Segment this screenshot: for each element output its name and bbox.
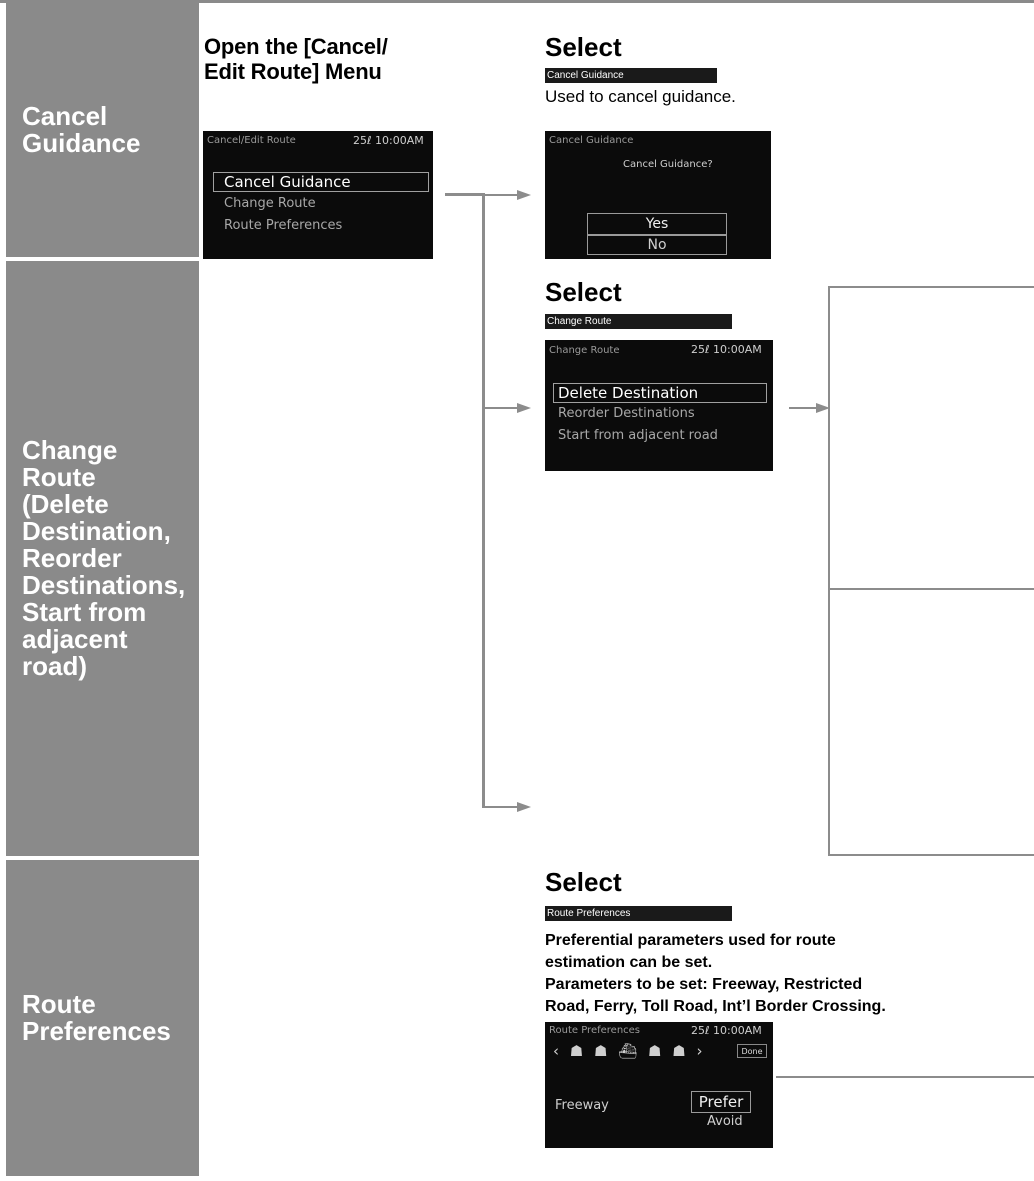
screen-title: Change Route (549, 345, 620, 356)
route-preferences-screen: Route Preferences 25ℓ 10:00AM ‹ ☗ ☗ ⛴ ☗ … (545, 1022, 773, 1148)
change-step-heading: Select (545, 277, 622, 307)
change-route-chip: Change Route (545, 314, 732, 329)
tab-title-line: Preferences (22, 1016, 171, 1046)
menu-item-cancel-guidance[interactable]: Cancel Guidance (213, 172, 429, 192)
tab-title-line: (Delete (22, 489, 109, 519)
tab-title-line: Destination, (22, 516, 171, 546)
open-menu-heading-line: Edit Route] Menu (204, 59, 382, 84)
done-button[interactable]: Done (737, 1044, 767, 1058)
tab-title-line: Destinations, (22, 570, 186, 600)
section-tab-change-route: Change Route (Delete Destination, Reorde… (6, 261, 199, 856)
cancel-edit-route-screen: Cancel/Edit Route 25ℓ 10:00AM Cancel Gui… (203, 131, 433, 259)
arrow-to-change (517, 403, 531, 413)
connector-prefs-to-box (776, 1076, 1034, 1078)
menu-item-change-route[interactable]: Change Route (224, 196, 316, 211)
connector-from-menu (445, 193, 485, 196)
tab-title-line: Change (22, 435, 118, 465)
connector-to-prefs (482, 806, 520, 808)
top-rule (0, 0, 1034, 3)
arrow-to-cancel (517, 190, 531, 200)
prefs-description-line: Preferential parameters used for route (545, 932, 836, 949)
route-preferences-chip: Route Preferences (545, 906, 732, 921)
prefs-description-line: Road, Ferry, Toll Road, Int’l Border Cro… (545, 998, 886, 1015)
menu-item-reorder-destinations[interactable]: Reorder Destinations (558, 406, 695, 421)
tab-title-line: Guidance (22, 128, 141, 158)
tab-title-line: road) (22, 651, 87, 681)
screen-clock: 25ℓ 10:00AM (353, 134, 424, 147)
prefs-description-line: Parameters to be set: Freeway, Restricte… (545, 976, 863, 993)
route-option-icons[interactable]: ‹ ☗ ☗ ⛴ ☗ ☗ › (553, 1042, 706, 1060)
box-bottom-edge (828, 854, 1034, 856)
connector-to-cancel (482, 194, 520, 196)
section-tab-cancel-guidance: Cancel Guidance (6, 3, 199, 257)
arrow-to-prefs (517, 802, 531, 812)
screen-title: Cancel/Edit Route (207, 135, 296, 146)
cancel-step-description: Used to cancel guidance. (545, 87, 736, 106)
cancel-step-heading: Select (545, 32, 622, 62)
prefer-option[interactable]: Prefer (691, 1091, 751, 1113)
tab-title-line: Cancel (22, 101, 108, 131)
prefs-description-line: estimation can be set. (545, 954, 713, 971)
avoid-option[interactable]: Avoid (707, 1114, 743, 1129)
menu-item-route-preferences[interactable]: Route Preferences (224, 218, 343, 233)
freeway-label: Freeway (555, 1098, 609, 1113)
menu-item-delete-destination[interactable]: Delete Destination (553, 383, 767, 403)
no-button[interactable]: No (587, 235, 727, 255)
open-menu-heading-line: Open the [Cancel/ (204, 34, 388, 59)
cancel-guidance-screen: Cancel Guidance Cancel Guidance? Yes No (545, 131, 771, 259)
section-tab-route-preferences: Route Preferences (6, 860, 199, 1176)
screen-title: Route Preferences (549, 1025, 641, 1036)
tab-title-line: Route (22, 462, 96, 492)
box-top-edge (828, 286, 1034, 288)
screen-clock: 25ℓ 10:00AM (691, 343, 762, 356)
menu-item-start-adjacent-road[interactable]: Start from adjacent road (558, 428, 718, 443)
open-menu-heading: Open the [Cancel/ Edit Route] Menu (204, 34, 444, 84)
connector-change-to-box (789, 407, 819, 409)
tab-title-line: Reorder (22, 543, 122, 573)
tab-title-line: Route (22, 989, 96, 1019)
tab-title-line: adjacent (22, 624, 128, 654)
cancel-prompt: Cancel Guidance? (623, 159, 713, 170)
box-left-edge (828, 286, 830, 856)
cancel-guidance-chip: Cancel Guidance (545, 68, 717, 83)
screen-title: Cancel Guidance (549, 135, 634, 146)
change-route-screen: Change Route 25ℓ 10:00AM Delete Destinat… (545, 340, 773, 471)
arrow-to-box (816, 403, 830, 413)
screen-clock: 25ℓ 10:00AM (691, 1024, 762, 1037)
connector-to-change (482, 407, 520, 409)
tab-title-line: Start from (22, 597, 147, 627)
box-middle-divider (828, 588, 1034, 590)
connector-vertical-trunk (482, 193, 485, 808)
yes-button[interactable]: Yes (587, 213, 727, 235)
prefs-step-heading: Select (545, 867, 622, 897)
